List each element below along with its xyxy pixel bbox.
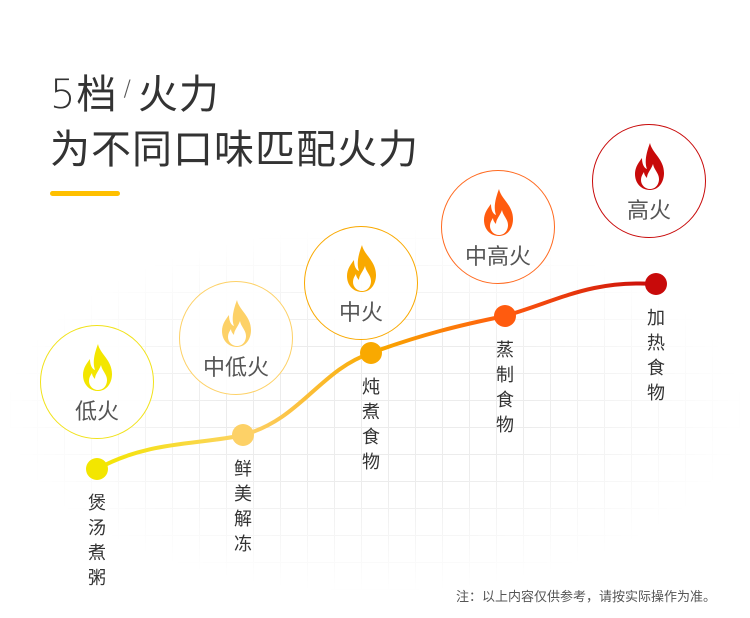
accent-bar <box>50 191 120 196</box>
disclaimer-note: 注：以上内容仅供参考，请按实际操作为准。 <box>455 590 716 605</box>
curve-point <box>494 305 516 327</box>
headline-line-1: 5档/火力 <box>50 62 220 120</box>
heat-level-badge: 中高火 <box>441 170 555 284</box>
flame-icon <box>484 189 513 236</box>
flame-icon <box>347 245 376 292</box>
heat-level-label: 中高火 <box>464 245 531 270</box>
flame-icon <box>83 344 112 391</box>
flame-icon <box>222 300 251 347</box>
curve-point <box>86 458 108 480</box>
heat-level-label: 中低火 <box>202 356 269 381</box>
heat-level-label: 中火 <box>338 301 383 326</box>
cooking-use-label: 蒸制食物 <box>496 340 514 436</box>
headline-slash: / <box>123 77 132 102</box>
heat-level-badge: 中低火 <box>179 281 293 395</box>
cooking-use-label: 煲汤煮粥 <box>88 493 106 589</box>
curve-point <box>645 273 667 295</box>
headline-part: 5档 <box>50 72 118 118</box>
heat-level-label: 低火 <box>74 400 119 425</box>
heat-level-badge: 高火 <box>592 124 706 238</box>
curve-point <box>232 424 254 446</box>
heat-level-badge: 中火 <box>304 226 418 340</box>
cooking-use-label: 炖煮食物 <box>362 377 380 473</box>
curve-point <box>360 342 382 364</box>
heat-level-badge: 低火 <box>40 325 154 439</box>
cooking-use-label: 鲜美解冻 <box>234 459 252 555</box>
headline-line-2: 为不同口味匹配火力 <box>50 127 419 173</box>
heat-level-label: 高火 <box>626 199 671 224</box>
cooking-use-label: 加热食物 <box>647 308 665 404</box>
headline-part: 火力 <box>137 72 220 118</box>
flame-icon <box>635 143 664 190</box>
